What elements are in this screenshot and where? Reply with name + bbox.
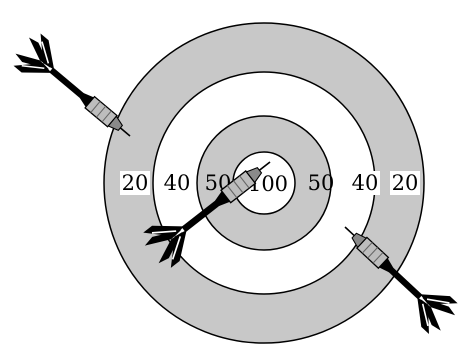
score-inner-right: 50 <box>308 171 335 195</box>
score-middle-left: 40 <box>164 171 191 195</box>
score-middle-right: 40 <box>352 171 379 195</box>
score-outer-right: 20 <box>392 171 419 195</box>
score-labels: 20 40 50 100 50 40 20 <box>120 171 420 196</box>
score-outer-left: 20 <box>122 171 149 195</box>
